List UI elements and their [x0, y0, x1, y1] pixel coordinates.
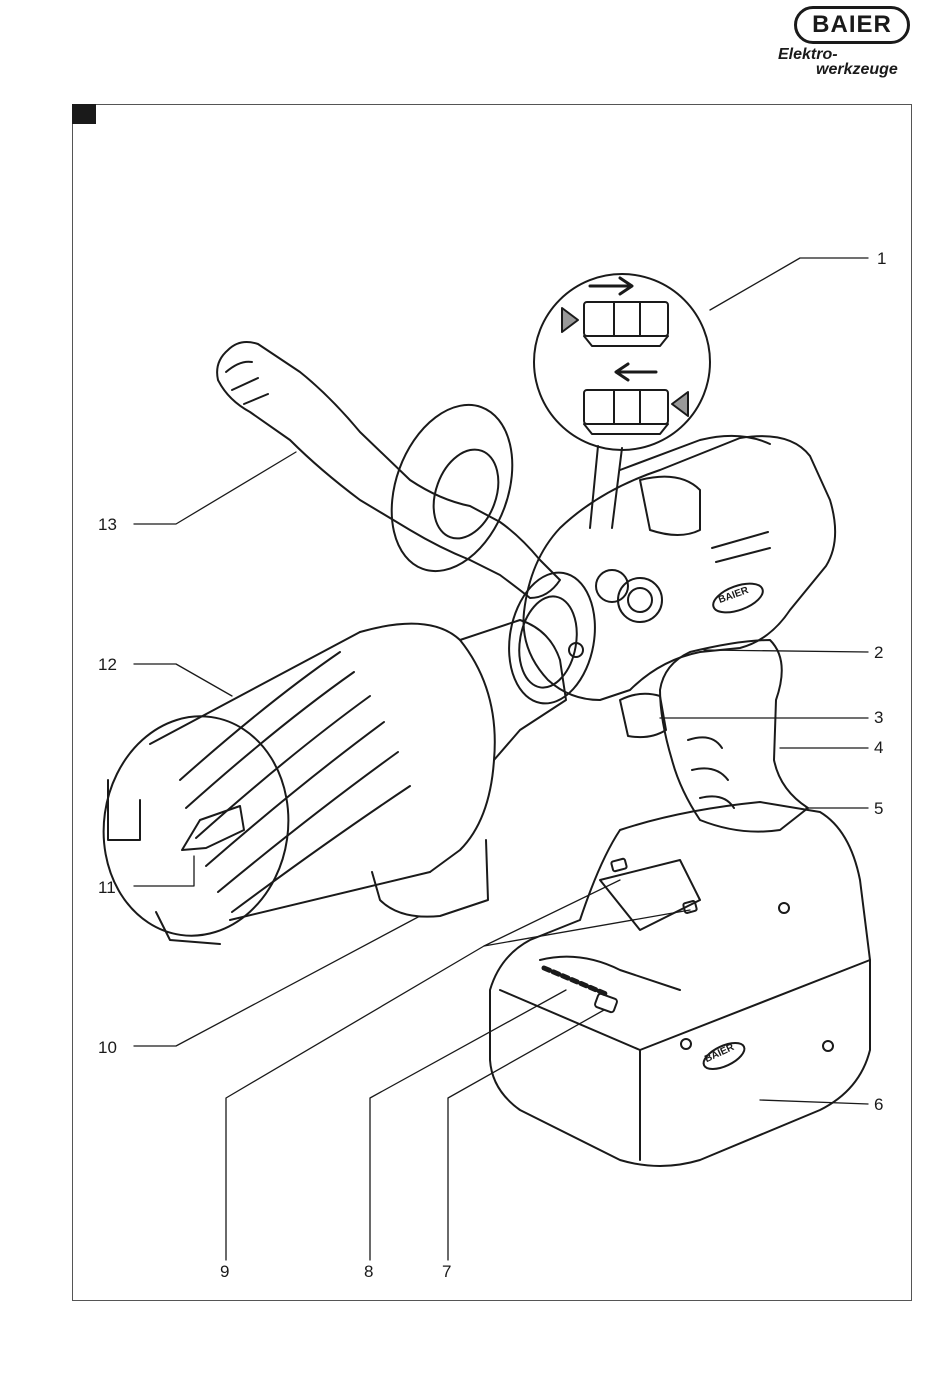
callout-3: 3: [874, 709, 883, 726]
callout-12: 12: [98, 656, 117, 673]
callout-5: 5: [874, 800, 883, 817]
tool-grip: [620, 640, 808, 832]
battery-pack: [490, 802, 870, 1166]
callout-6: 6: [874, 1096, 883, 1113]
callout-8: 8: [364, 1263, 373, 1280]
callout-2: 2: [874, 644, 883, 661]
direction-switch-detail: [534, 274, 710, 528]
dust-extraction-attachment: [90, 620, 566, 948]
callout-7: 7: [442, 1263, 451, 1280]
callout-13: 13: [98, 516, 117, 533]
callout-9: 9: [220, 1263, 229, 1280]
callout-1: 1: [877, 250, 886, 267]
callout-4: 4: [874, 739, 883, 756]
callout-10: 10: [98, 1039, 117, 1056]
callout-11: 11: [98, 879, 116, 896]
